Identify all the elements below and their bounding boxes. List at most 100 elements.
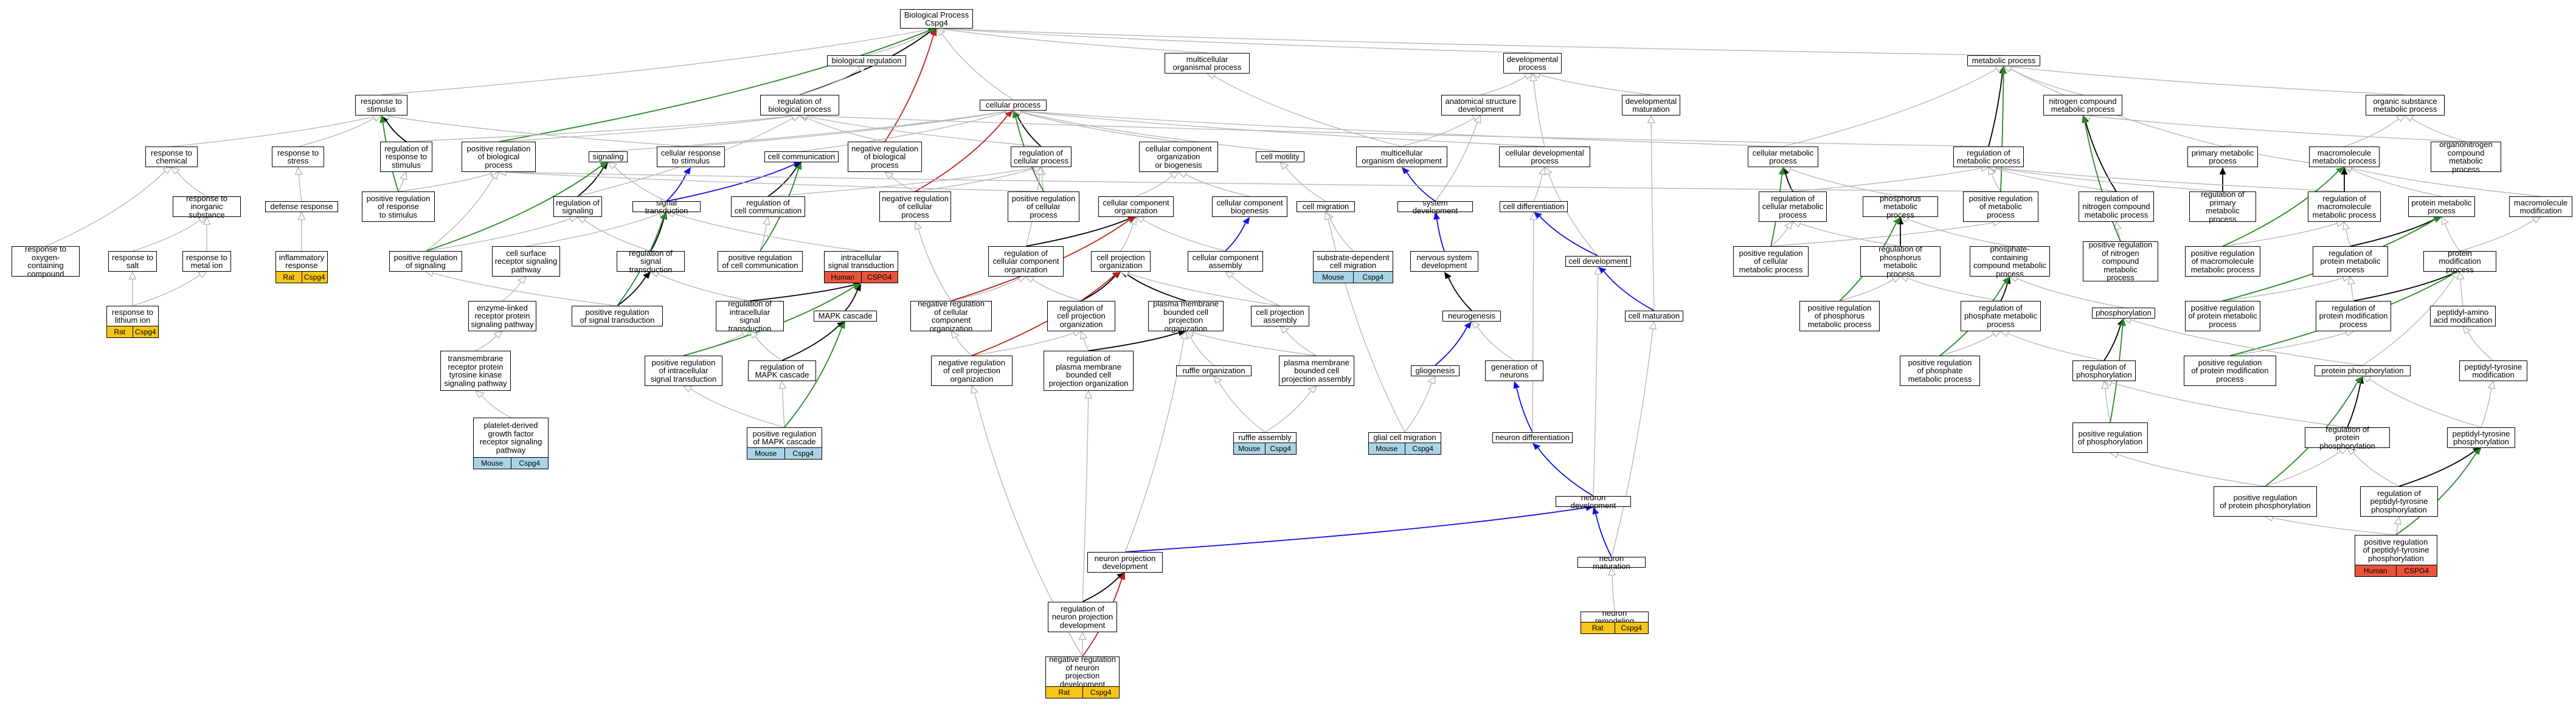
go-term-ndev[interactable]: neuron development [1556, 493, 1631, 509]
go-term-pmbcpo[interactable]: plasma membrane bounded cell projection … [1148, 300, 1224, 333]
go-term-mop[interactable]: multicellular organismal process [1165, 53, 1250, 74]
go-term-cca[interactable]: cellular component assembly [1188, 251, 1263, 272]
go-term-rpmodp[interactable]: regulation of protein modification proce… [2316, 301, 2391, 331]
go-term-rtis[interactable]: response to inorganic substance [173, 195, 241, 219]
go-term-st[interactable]: signal transduction [632, 198, 701, 215]
go-term-ppho[interactable]: protein phosphorylation [2315, 365, 2411, 376]
go-term-rphmp[interactable]: regulation of phosphorus metabolic proce… [1860, 245, 1941, 278]
go-term-rcpo[interactable]: regulation of cell projection organizati… [1047, 301, 1115, 331]
go-term-protmp[interactable]: protein metabolic process [2408, 196, 2475, 217]
go-term-rnpd[interactable]: regulation of neuron projection developm… [1048, 602, 1117, 632]
go-term-rpp[interactable]: regulation of protein phosphorylation [2305, 426, 2390, 450]
go-term-prmmp[interactable]: positive regulation of macromolecule met… [2185, 246, 2260, 277]
go-term-prcmp[interactable]: positive regulation of cellular metaboli… [1733, 246, 1809, 277]
go-term-pcmp[interactable]: phosphate-containing compound metabolic … [1970, 245, 2050, 278]
go-term-pmp[interactable]: primary metabolic process [2187, 146, 2258, 167]
go-term-onmp[interactable]: organonitrogen compound metabolic proces… [2431, 140, 2501, 173]
go-term-cp[interactable]: cellular process [980, 100, 1047, 111]
go-term-ndiff[interactable]: neuron differentiation [1492, 432, 1573, 443]
go-term-prphpmp[interactable]: positive regulation of phosphate metabol… [1900, 356, 1980, 386]
go-term-rttin[interactable]: response to lithium ion [106, 306, 159, 326]
go-term-pmbcpa[interactable]: plasma membrane bounded cell projection … [1279, 356, 1354, 386]
go-term-prmapk[interactable]: positive regulation of MAPK cascade [747, 427, 822, 448]
go-term-rtsalt[interactable]: response to salt [108, 251, 157, 272]
go-term-rtstress[interactable]: response to stress [272, 146, 324, 167]
go-term-ist[interactable]: intracellular signal transduction [824, 251, 898, 272]
go-term-prmp[interactable]: positive regulation of metabolic process [1963, 191, 2038, 222]
go-term-bp[interactable]: Biological Process Cspg4 [900, 9, 973, 29]
go-term-osmp[interactable]: organic substance metabolic process [2366, 95, 2445, 115]
go-term-rmapk[interactable]: regulation of MAPK cascade [748, 360, 816, 381]
go-term-gon[interactable]: generation of neurons [1485, 360, 1543, 381]
go-term-npd[interactable]: neuron projection development [1087, 552, 1163, 573]
go-term-rst[interactable]: regulation of signal transduction [617, 249, 685, 274]
go-term-rcp[interactable]: regulation of cellular process [1011, 146, 1072, 167]
go-term-cdp[interactable]: cellular developmental process [1499, 146, 1590, 167]
go-term-nrcp[interactable]: negative regulation of cellular process [879, 191, 951, 222]
go-term-nrcco[interactable]: negative regulation of cellular componen… [910, 300, 992, 333]
go-term-mapk[interactable]: MAPK cascade [814, 311, 877, 322]
go-term-prist[interactable]: positive regulation of intracellular sig… [645, 356, 722, 386]
go-term-dp[interactable]: developmental process [1503, 53, 1562, 74]
go-term-glio[interactable]: gliogenesis [1411, 365, 1459, 376]
go-term-rtoc[interactable]: response to oxygen-containing compound [12, 245, 80, 278]
go-term-rcmp[interactable]: regulation of cellular metabolic process [1759, 191, 1827, 222]
go-term-cco[interactable]: cellular component organization [1098, 196, 1174, 217]
go-term-ptyp[interactable]: peptidyl-tyrosine phosphorylation [2447, 427, 2515, 448]
go-term-cmp[interactable]: cellular metabolic process [1748, 146, 1818, 167]
go-term-cdiff[interactable]: cell differentiation [1500, 201, 1568, 212]
go-term-gcm[interactable]: glial cell migration [1368, 432, 1441, 443]
go-term-cdev[interactable]: cell development [1565, 256, 1631, 267]
go-term-sd[interactable]: system development [1397, 198, 1473, 215]
go-term-breg[interactable]: biological regulation [827, 55, 906, 66]
go-term-csrsp[interactable]: cell surface receptor signaling pathway [492, 246, 560, 277]
go-term-prpmodp[interactable]: positive regulation of protein modificat… [2184, 356, 2276, 386]
go-term-mmod[interactable]: macromolecule modification [2509, 196, 2572, 217]
go-term-prsig[interactable]: positive regulation of signaling [389, 251, 462, 272]
go-term-nmat[interactable]: neuron maturation [1577, 554, 1646, 570]
go-term-rsig[interactable]: regulation of signaling [553, 196, 602, 217]
go-term-pdgf[interactable]: platelet-derived growth factor receptor … [473, 418, 549, 458]
go-term-rpmbcpo[interactable]: regulation of plasma membrane bounded ce… [1044, 351, 1134, 391]
go-term-rphos[interactable]: regulation of phosphorylation [2072, 360, 2136, 381]
go-term-rprotmp[interactable]: regulation of protein metabolic process [2313, 246, 2388, 277]
go-term-cpo[interactable]: cell projection organization [1091, 251, 1151, 272]
go-term-prrs[interactable]: positive regulation of response to stimu… [362, 191, 435, 222]
go-term-pam[interactable]: peptidyl-amino acid modification [2430, 306, 2496, 326]
go-term-prpp[interactable]: positive regulation of protein phosphory… [2214, 486, 2317, 517]
go-term-rphpmp[interactable]: regulation of phosphate metabolic proces… [1961, 301, 2041, 331]
go-term-mp[interactable]: metabolic process [1967, 55, 2040, 66]
go-term-infl[interactable]: inflammatory response [275, 251, 328, 272]
go-term-rnmp[interactable]: regulation of nitrogen compound metaboli… [2079, 191, 2154, 222]
go-term-prcc[interactable]: positive regulation of cell communicatio… [718, 251, 803, 272]
go-term-cmat[interactable]: cell maturation [1625, 311, 1683, 322]
go-term-rcco[interactable]: regulation of cellular component organiz… [988, 246, 1064, 277]
go-term-rpmp[interactable]: regulation of primary metabolic process [2189, 190, 2256, 223]
go-term-macmp[interactable]: macromolecule metabolic process [2309, 146, 2380, 167]
go-term-tmrptk[interactable]: transmembrane receptor protein tyrosine … [440, 351, 511, 391]
go-term-rcc[interactable]: regulation of cell communication [731, 196, 805, 217]
go-term-prnmp[interactable]: positive regulation of nitrogen compound… [2083, 241, 2158, 282]
go-term-cpa[interactable]: cell projection assembly [1251, 306, 1309, 326]
go-term-prbp[interactable]: positive regulation of biological proces… [462, 142, 536, 172]
go-term-nrem[interactable]: neuron remodeling [1581, 608, 1649, 625]
go-term-rrs[interactable]: regulation of response to stimulus [380, 142, 432, 172]
go-term-sdcm[interactable]: substrate-dependent cell migration [1313, 251, 1393, 272]
go-term-cc[interactable]: cell communication [764, 151, 839, 162]
go-term-ccb[interactable]: cellular component biogenesis [1212, 196, 1287, 217]
go-term-asd[interactable]: anatomical structure development [1441, 95, 1520, 115]
go-term-prptyp[interactable]: positive regulation of peptidyl-tyrosine… [2355, 535, 2437, 565]
go-term-cmig[interactable]: cell migration [1297, 201, 1355, 212]
go-term-prcp[interactable]: positive regulation of cellular process [1008, 191, 1079, 222]
go-term-prphmp[interactable]: positive regulation of phosphorus metabo… [1799, 301, 1880, 331]
go-term-pprotmp[interactable]: positive regulation of protein metabolic… [2185, 301, 2260, 331]
go-term-rist[interactable]: regulation of intracellular signal trans… [716, 300, 784, 333]
go-term-crs[interactable]: cellular response to stimulus [657, 146, 725, 167]
go-term-rufo[interactable]: ruffle organization [1176, 365, 1252, 376]
go-term-rtmi[interactable]: response to metal ion [182, 251, 231, 272]
go-term-rbp[interactable]: regulation of biological process [760, 95, 839, 115]
go-term-cmot[interactable]: cell motility [1256, 151, 1304, 162]
go-term-nrnpd[interactable]: negative regulation of neuron projection… [1045, 655, 1120, 688]
go-term-phmp[interactable]: phosphorus metabolic process [1863, 195, 1938, 219]
go-term-ncmp[interactable]: nitrogen compound metabolic process [2043, 95, 2122, 115]
